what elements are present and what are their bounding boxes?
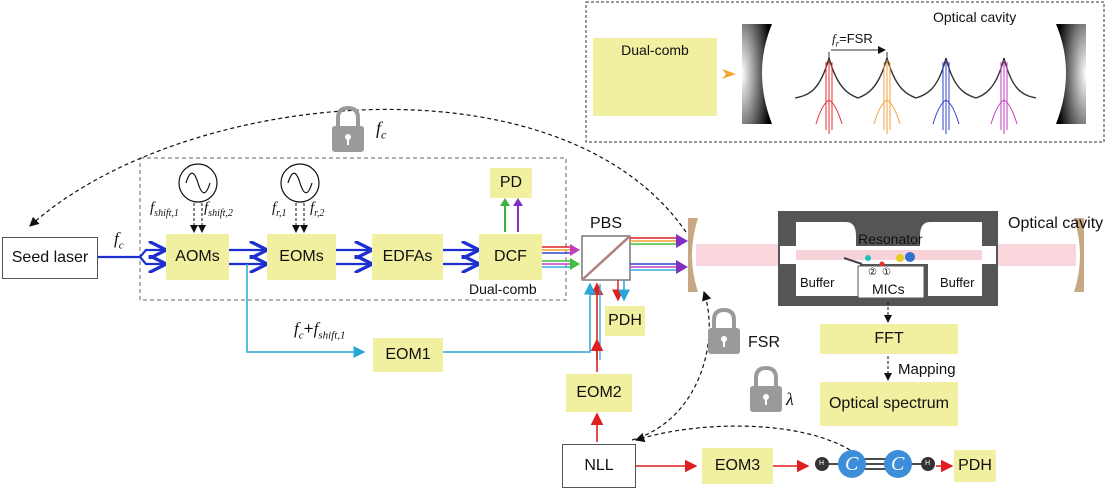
f-symbol: f	[294, 319, 299, 338]
molecule-c1: C	[845, 453, 859, 475]
fc-sub: c	[381, 127, 387, 142]
inset-right-mirror	[1056, 24, 1086, 124]
cavity-mirror-right	[1074, 218, 1084, 292]
optical-cavity-label: Optical cavity	[1008, 215, 1104, 232]
fc-seed-label: fc	[114, 230, 124, 251]
fr1-label: fr,1	[272, 200, 286, 219]
pbs-to-cavity-beams	[630, 237, 680, 271]
fc-lock-label: fc	[376, 119, 386, 141]
fc-symbol: f	[376, 118, 382, 138]
optical-spectrum-block: Optical spectrum	[820, 382, 958, 426]
buffer-right-label: Buffer	[940, 275, 975, 290]
nll-block: NLL	[562, 444, 636, 488]
edfas-block: EDFAs	[372, 234, 443, 280]
inset-left-mirror	[742, 24, 772, 124]
comb-beam-paths	[96, 250, 477, 264]
f-symbol: f	[150, 200, 155, 216]
fc-feedback-arc	[29, 108, 687, 233]
fshift2-label: fshift,2	[204, 200, 233, 219]
mic-marker-2: ②	[868, 267, 877, 278]
inset-title: Optical cavity	[933, 9, 1017, 25]
pbs-diagonal	[581, 235, 631, 281]
fshift1-label: fshift,1	[150, 200, 179, 219]
eom2-block: EOM2	[566, 374, 632, 412]
inset-arrow	[722, 69, 736, 79]
lock-icon	[708, 307, 740, 354]
molecule-c2: C	[891, 453, 905, 475]
eom1-to-pbs-path	[443, 282, 596, 353]
arrowhead	[570, 258, 580, 270]
inset-mode-envelopes	[815, 99, 1018, 125]
inset-dual-comb-box: Dual-comb	[593, 38, 717, 116]
f-symbol: f	[310, 200, 315, 216]
aoms-block: AOMs	[166, 234, 229, 280]
molecule-h-right: H	[925, 460, 931, 467]
mics-label: MICs	[872, 281, 905, 297]
f-sub: shift,1	[318, 329, 346, 342]
ion-trace	[843, 257, 863, 265]
pdh-top-block: PDH	[605, 306, 645, 336]
f-symbol: f	[272, 200, 277, 216]
ion-dot	[896, 254, 904, 262]
fsr-lock-label: FSR	[748, 334, 780, 351]
sine-icon	[185, 172, 211, 194]
acetylene-molecule	[815, 450, 935, 478]
fsr-feedback	[631, 290, 712, 441]
cavity-mode-curve	[794, 55, 1037, 99]
f-sub: c	[298, 329, 304, 342]
lock-icon	[750, 365, 782, 412]
f-symbol: f	[313, 319, 319, 338]
pbs-label: PBS	[590, 215, 623, 232]
buffer-left-label: Buffer	[800, 275, 835, 290]
fc-symbol: f	[114, 229, 119, 248]
ion-dot	[905, 252, 915, 262]
resonator-label: Resonator	[858, 231, 923, 247]
f-sub: r,2	[314, 208, 325, 219]
f-sub: shift,2	[208, 208, 233, 219]
inset-dual-comb-label: Dual-comb	[621, 42, 689, 58]
fr-sub: r	[835, 38, 840, 49]
fr2-label: fr,2	[310, 200, 324, 219]
lambda-feedback	[634, 425, 851, 451]
molecule-h-left: H	[819, 460, 825, 467]
f-sub: r,1	[276, 208, 287, 219]
dcf-to-pbs-beams	[542, 246, 572, 268]
fr-fsr: =FSR	[839, 31, 873, 46]
pdh-bottom-block: PDH	[954, 450, 996, 482]
sine-icon	[287, 172, 313, 194]
ion-dot	[879, 261, 885, 267]
fr-symbol: f	[832, 31, 836, 46]
fft-block: FFT	[820, 324, 958, 354]
arrowhead	[570, 244, 580, 256]
arrowhead	[676, 234, 688, 248]
pd-block: PD	[490, 168, 532, 198]
eom3-block: EOM3	[702, 448, 773, 484]
arrowhead	[513, 198, 523, 206]
seed-laser-block: Seed laser	[2, 237, 98, 279]
f-symbol: f	[204, 200, 209, 216]
mapping-label: Mapping	[898, 361, 956, 378]
eoms-block: EOMs	[267, 234, 336, 280]
ion-dot	[865, 255, 871, 261]
mic-marker-1: ①	[882, 267, 891, 278]
plus-sign: +	[303, 319, 314, 338]
mics-block	[857, 265, 925, 299]
f-sub: shift,1	[154, 208, 179, 219]
lambda-lock-label: λ	[786, 389, 794, 409]
eom1-block: EOM1	[373, 338, 443, 372]
dcf-block: DCF	[479, 234, 542, 280]
fc-sub: c	[118, 239, 124, 252]
dual-comb-frame	[139, 157, 567, 301]
dual-comb-group-label: Dual-comb	[469, 281, 537, 297]
eom1-frequency-label: fc+fshift,1	[294, 320, 346, 341]
arrowhead	[500, 198, 510, 206]
lock-icon	[332, 105, 364, 152]
inset-mode-combs	[825, 60, 1008, 134]
arrowhead	[676, 260, 688, 274]
seed-to-eom1-beam	[246, 264, 366, 358]
inset-fsr-label: fr=FSR	[832, 32, 873, 49]
cavity-mirror-left	[688, 218, 698, 292]
